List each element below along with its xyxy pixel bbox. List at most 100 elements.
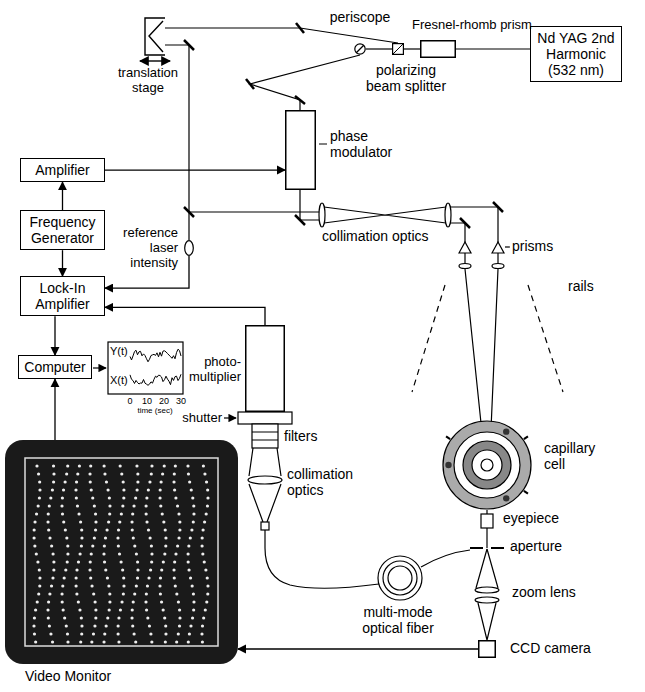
particle-dot bbox=[35, 512, 38, 515]
particle-dot bbox=[120, 512, 123, 515]
particle-dot bbox=[206, 488, 209, 491]
particle-dot bbox=[145, 496, 148, 499]
particle-dot bbox=[48, 592, 51, 595]
particle-dot bbox=[192, 600, 195, 603]
particle-dot bbox=[164, 624, 167, 627]
particle-dot bbox=[64, 568, 67, 571]
signal-wire bbox=[62, 182, 63, 210]
particle-dot bbox=[49, 496, 52, 499]
photodiode-shape bbox=[184, 240, 194, 256]
photomultiplier: photo- multiplier bbox=[245, 325, 285, 412]
particle-dot bbox=[206, 504, 209, 507]
particle-dot bbox=[136, 568, 139, 571]
particle-dot bbox=[91, 496, 94, 499]
particle-dot bbox=[37, 472, 40, 475]
phase-modulator: phase modulator bbox=[285, 110, 316, 190]
particle-dot bbox=[90, 552, 93, 555]
part-label: capillary cell bbox=[544, 440, 608, 472]
particle-dot bbox=[80, 616, 83, 619]
signal-trace bbox=[130, 349, 181, 362]
particle-dot bbox=[133, 592, 136, 595]
prism-box-shape bbox=[420, 40, 456, 58]
particle-dot bbox=[92, 592, 95, 595]
particle-dot bbox=[144, 600, 147, 603]
particle-dot bbox=[206, 496, 209, 499]
particle-dot bbox=[122, 584, 125, 587]
particle-dot bbox=[202, 616, 205, 619]
particle-dot bbox=[77, 560, 80, 563]
particle-dot bbox=[187, 544, 190, 547]
particle-dot bbox=[52, 464, 55, 467]
detector-optics bbox=[224, 412, 292, 522]
particle-dot bbox=[108, 504, 111, 507]
particle-dot bbox=[203, 520, 206, 523]
box-label: Amplifier bbox=[35, 162, 89, 178]
part-label: rails bbox=[568, 278, 594, 294]
particle-dot bbox=[132, 504, 135, 507]
particle-dot bbox=[174, 496, 177, 499]
particle-dot bbox=[79, 520, 82, 523]
particle-dot bbox=[93, 536, 96, 539]
particle-dot bbox=[51, 640, 54, 643]
phase-modulator-shape bbox=[285, 110, 316, 190]
optical-fiber bbox=[261, 522, 269, 530]
particle-dot bbox=[135, 488, 138, 491]
particle-dot bbox=[34, 640, 37, 643]
part-label: multi-mode optical fiber bbox=[350, 604, 446, 636]
particle-dot bbox=[150, 464, 153, 467]
particle-dot bbox=[64, 528, 67, 531]
particle-dot bbox=[146, 584, 149, 587]
device-outline bbox=[421, 41, 456, 58]
axis-label: Y(t) bbox=[110, 345, 128, 358]
particle-dot bbox=[187, 560, 190, 563]
particle-dot bbox=[174, 584, 177, 587]
particle-dot bbox=[103, 472, 106, 475]
particle-dot bbox=[60, 504, 63, 507]
particle-dot bbox=[191, 616, 194, 619]
particle-dot bbox=[51, 576, 54, 579]
particle-dot bbox=[133, 632, 136, 635]
particle-dot bbox=[188, 480, 191, 483]
device-outline bbox=[286, 111, 316, 190]
particle-dot bbox=[188, 632, 191, 635]
mirror bbox=[184, 23, 503, 228]
cell-ring bbox=[481, 459, 493, 471]
part-label: shutter bbox=[170, 411, 222, 426]
signal-wire bbox=[105, 256, 189, 288]
part-label: photo- multiplier bbox=[183, 355, 241, 385]
mirror bbox=[493, 202, 503, 212]
particle-dot bbox=[102, 552, 105, 555]
lens bbox=[492, 264, 504, 269]
particle-dot bbox=[52, 472, 55, 475]
particle-dot bbox=[89, 560, 92, 563]
particle-dot bbox=[134, 640, 137, 643]
particle-dot bbox=[186, 552, 189, 555]
particle-dot bbox=[150, 640, 153, 643]
particle-dot bbox=[149, 632, 152, 635]
particle-dot bbox=[105, 528, 108, 531]
particle-dot bbox=[134, 496, 137, 499]
particle-dot bbox=[33, 632, 36, 635]
particle-dot bbox=[192, 608, 195, 611]
part-label: filters bbox=[284, 428, 317, 444]
lens bbox=[475, 597, 499, 603]
particle-dot bbox=[174, 464, 177, 467]
particle-dot bbox=[52, 480, 55, 483]
particle-dot bbox=[135, 464, 138, 467]
particle-dot bbox=[46, 608, 49, 611]
part-label: Fresnel-rhomb prism bbox=[412, 18, 532, 33]
particle-dot bbox=[192, 512, 195, 515]
particle-dot bbox=[117, 640, 120, 643]
particle-dot bbox=[36, 560, 39, 563]
lens bbox=[248, 476, 282, 484]
particle-dot bbox=[33, 528, 36, 531]
particle-dot bbox=[118, 552, 121, 555]
particle-dot bbox=[176, 504, 179, 507]
beam-splitter-shape bbox=[392, 43, 404, 55]
axis-label: X(t) bbox=[110, 374, 128, 387]
particle-dot bbox=[206, 576, 209, 579]
particle-dot bbox=[173, 488, 176, 491]
particle-dot bbox=[173, 576, 176, 579]
tick-label: 30 bbox=[173, 396, 189, 406]
